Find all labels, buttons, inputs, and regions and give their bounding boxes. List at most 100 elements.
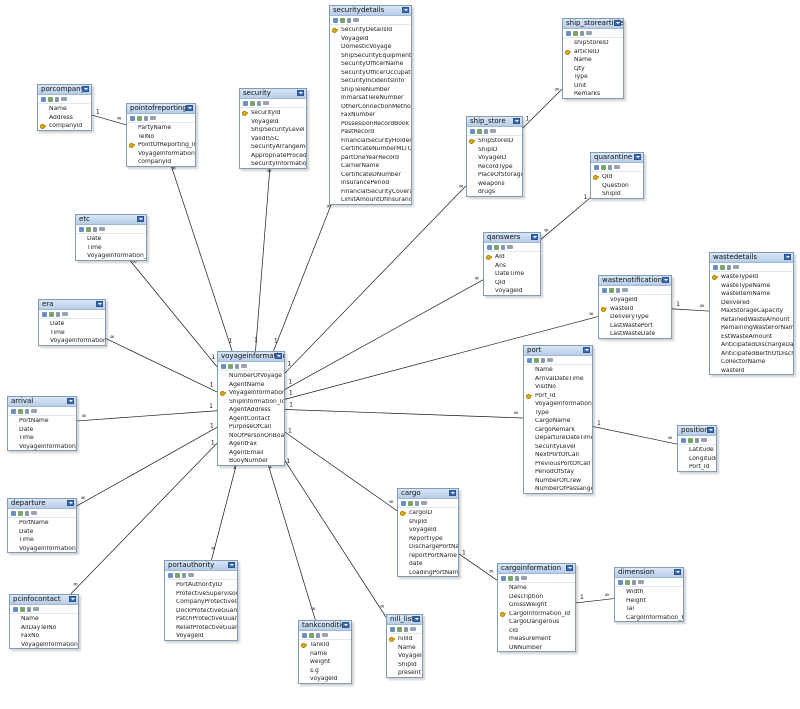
relation-icon[interactable] — [632, 579, 636, 585]
collapse-icon[interactable] — [137, 216, 144, 222]
column-row[interactable]: Date — [8, 427, 76, 436]
column-row[interactable]: FaxNumber — [330, 112, 411, 121]
relation-icon[interactable] — [484, 128, 488, 134]
column-row[interactable]: DischargePortName — [398, 544, 458, 553]
relation-icon[interactable] — [25, 510, 29, 516]
column-row[interactable]: ShipStoreID — [467, 138, 522, 147]
collapse-icon[interactable] — [531, 234, 538, 240]
save-icon[interactable] — [13, 606, 18, 612]
collapse-icon[interactable] — [674, 569, 681, 575]
collapse-icon[interactable] — [449, 490, 456, 496]
collapse-icon[interactable] — [228, 562, 235, 568]
relation-icon[interactable] — [515, 575, 519, 581]
column-row[interactable]: partOneYearRecord — [330, 155, 411, 164]
column-row[interactable]: ProtectiveSupervisor — [165, 591, 237, 600]
column-row[interactable]: QId — [591, 174, 643, 183]
column-row[interactable]: wasteId — [710, 368, 793, 377]
options-dropdown-icon[interactable] — [61, 97, 67, 101]
column-row[interactable]: VoyageId — [240, 119, 306, 128]
save-icon[interactable] — [333, 17, 338, 23]
options-dropdown-icon[interactable] — [150, 116, 156, 120]
column-row[interactable]: CargoName — [524, 418, 592, 427]
save-icon[interactable] — [527, 357, 532, 363]
collapse-icon[interactable] — [413, 616, 420, 622]
table-title[interactable]: dimension — [615, 568, 683, 578]
column-row[interactable]: ShipId — [387, 662, 422, 671]
options-dropdown-icon[interactable] — [31, 409, 37, 413]
options-dropdown-icon[interactable] — [421, 501, 427, 505]
save-icon[interactable] — [11, 408, 16, 414]
column-row[interactable]: PlaceOfStorage — [467, 172, 522, 181]
relation-icon[interactable] — [404, 626, 408, 632]
column-row[interactable]: Ans — [484, 263, 540, 272]
collapse-icon[interactable] — [275, 353, 282, 359]
refresh-icon[interactable] — [250, 100, 255, 106]
relation-icon[interactable] — [727, 264, 731, 270]
relationship-line[interactable] — [211, 465, 237, 561]
column-row[interactable]: ShipSecurityEquipment — [330, 53, 411, 62]
column-row[interactable]: GrossWeight — [498, 602, 575, 611]
save-icon[interactable] — [243, 100, 248, 106]
save-icon[interactable] — [470, 128, 475, 134]
column-row[interactable]: CertificateDNumber — [330, 172, 411, 181]
options-dropdown-icon[interactable] — [547, 358, 553, 362]
column-row[interactable]: ShipID — [467, 147, 522, 156]
column-row[interactable]: cId — [498, 628, 575, 637]
column-row[interactable]: InmarsatTeleNumber — [330, 95, 411, 104]
relationship-line[interactable] — [575, 598, 615, 604]
save-icon[interactable] — [221, 363, 226, 369]
options-dropdown-icon[interactable] — [241, 364, 247, 368]
column-row[interactable]: Qty — [563, 66, 623, 75]
column-row[interactable]: wasteId — [599, 306, 671, 315]
refresh-icon[interactable] — [408, 500, 413, 506]
column-row[interactable]: Type — [563, 74, 623, 83]
column-row[interactable]: SecurityLevel — [524, 444, 592, 453]
column-row[interactable]: MaxStorageCapacity — [710, 308, 793, 317]
table-title[interactable]: voyageinformation — [218, 352, 284, 362]
refresh-icon[interactable] — [573, 30, 578, 36]
column-row[interactable]: SecurityIncidentsInfo — [330, 78, 411, 87]
column-row[interactable]: Port_Id — [524, 393, 592, 402]
refresh-icon[interactable] — [175, 572, 180, 578]
column-row[interactable]: DateTime — [484, 271, 540, 280]
column-row[interactable]: Name — [524, 367, 592, 376]
column-row[interactable]: AgentAddress — [218, 407, 284, 416]
column-row[interactable]: Address — [38, 115, 91, 124]
column-row[interactable]: DepartureDateTime — [524, 435, 592, 444]
options-dropdown-icon[interactable] — [622, 288, 628, 292]
column-row[interactable]: Date — [8, 529, 76, 538]
column-row[interactable]: reportPortName — [398, 553, 458, 562]
relationship-line[interactable] — [592, 426, 678, 445]
column-row[interactable]: UNNumber — [498, 645, 575, 654]
collapse-icon[interactable] — [662, 277, 669, 283]
relation-icon[interactable] — [257, 100, 261, 106]
save-icon[interactable] — [681, 437, 686, 443]
refresh-icon[interactable] — [137, 115, 142, 121]
column-row[interactable]: Name — [10, 616, 78, 625]
options-dropdown-icon[interactable] — [353, 18, 359, 22]
collapse-icon[interactable] — [67, 500, 74, 506]
options-dropdown-icon[interactable] — [490, 129, 496, 133]
collapse-icon[interactable] — [297, 90, 304, 96]
column-row[interactable]: VoyageInformation_Id — [39, 338, 105, 347]
column-row[interactable]: voyageId — [599, 297, 671, 306]
column-row[interactable]: Question — [591, 183, 643, 192]
column-row[interactable]: VoyageInformation_Id — [76, 253, 146, 262]
column-row[interactable]: SecurityDetailsId — [330, 27, 411, 36]
table-title[interactable]: etc — [76, 215, 146, 225]
column-row[interactable]: VisitNo — [524, 384, 592, 393]
column-row[interactable]: PreviousPortOfCall — [524, 461, 592, 470]
relation-icon[interactable] — [93, 226, 97, 232]
collapse-icon[interactable] — [614, 20, 621, 26]
refresh-icon[interactable] — [477, 128, 482, 134]
options-dropdown-icon[interactable] — [62, 312, 68, 316]
refresh-icon[interactable] — [508, 575, 513, 581]
column-row[interactable]: shipStoreID — [563, 40, 623, 49]
relationship-line[interactable] — [540, 197, 591, 240]
